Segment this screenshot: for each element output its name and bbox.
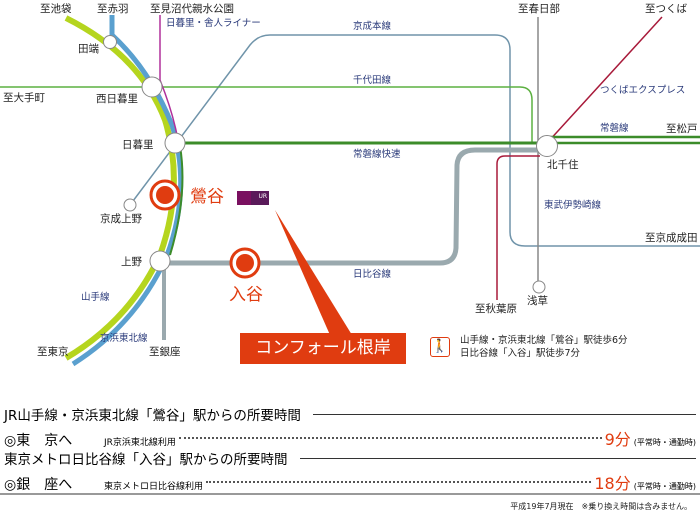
joban-line	[547, 135, 700, 145]
dest-narita: 至京成成田	[645, 231, 698, 244]
time-row-1: ◎東 京へ JR京浜東北線利用 9分(平常時・通勤時)	[4, 426, 696, 450]
destination: ◎銀 座へ	[4, 477, 73, 493]
dest-akabane: 至赤羽	[97, 3, 129, 15]
line-label-joban: 常磐線	[600, 122, 629, 134]
dest-tokyo: 至東京	[37, 345, 69, 358]
leader-dots	[178, 437, 602, 439]
line-label-tobu: 東武伊勢崎線	[544, 199, 602, 211]
divider	[312, 413, 696, 415]
label-keiseiueno: 京成上野	[100, 212, 142, 225]
yamanote-line	[64, 15, 177, 361]
dest-akihabara: 至秋葉原	[475, 302, 517, 315]
line-label-keisei: 京成本線	[353, 20, 392, 32]
line-label-yamanote: 山手線	[81, 291, 110, 303]
dest-minuma: 至見沼代親水公園	[150, 2, 234, 15]
line-label-hibiya: 日比谷線	[353, 268, 392, 280]
walk-uguisudani: 山手線・京浜東北線「鶯谷」駅徒歩6分	[460, 335, 628, 346]
station-nishinippori	[141, 76, 163, 98]
label-uguisudani: 鶯谷	[190, 187, 224, 207]
toneri-line	[159, 15, 178, 136]
leader-dots	[206, 481, 592, 483]
destination: ◎東 京へ	[4, 433, 73, 449]
tx-line-west	[496, 155, 540, 300]
walk-info: 山手線・京浜東北線「鶯谷」駅徒歩6分 日比谷線「入谷」駅徒歩7分	[460, 334, 628, 360]
station-tabata	[103, 35, 117, 49]
line-label-tx: つくばエクスプレス	[600, 85, 685, 96]
line-label-toneri: 日暮里・舎人ライナー	[166, 17, 261, 29]
callout-pointer	[275, 210, 352, 335]
station-kitasenju	[536, 135, 558, 157]
walk-iriya: 日比谷線「入谷」駅徒歩7分	[460, 348, 581, 359]
label-ueno: 上野	[121, 256, 142, 268]
dest-tsukuba: 至つくば	[645, 3, 687, 15]
ur-logo: UR	[237, 191, 269, 205]
dest-otemachi: 至大手町	[3, 91, 45, 104]
keisei-line	[129, 34, 700, 247]
note: (平常時・通勤時)	[633, 482, 696, 491]
label-iriya: 入谷	[229, 285, 263, 305]
minutes: 18分	[594, 474, 631, 493]
note: (平常時・通勤時)	[633, 438, 696, 447]
via: 東京メトロ日比谷線利用	[104, 482, 204, 492]
station-keiseiueno	[123, 198, 137, 212]
label-nishinippori: 西日暮里	[96, 92, 138, 105]
dest-matsudo: 至松戸	[666, 122, 698, 135]
chiyoda-line	[0, 86, 533, 143]
dest-kasukabe: 至春日部	[518, 2, 560, 15]
time-heading-2: 東京メトロ日比谷線「入谷」駅からの所要時間	[4, 448, 696, 468]
divider	[0, 493, 700, 495]
station-nippori	[164, 132, 186, 154]
walking-person-icon: 🚶	[430, 337, 450, 357]
dest-ginza: 至銀座	[149, 345, 181, 358]
station-iriya-marker	[229, 247, 261, 279]
time-row-2: ◎銀 座へ 東京メトロ日比谷線利用 18分(平常時・通勤時)	[4, 470, 696, 494]
station-asakusa	[532, 280, 546, 294]
via: JR京浜東北線利用	[104, 438, 176, 448]
station-ueno	[149, 250, 171, 272]
dest-ikebukuro: 至池袋	[40, 2, 72, 15]
label-kitasenju: 北千住	[547, 158, 579, 171]
footnote: 平成19年7月現在 ※乗り換え時間は含みません。	[510, 502, 692, 511]
line-label-joban-rapid: 常磐線快速	[353, 148, 401, 160]
minutes: 9分	[604, 430, 631, 449]
hibiya-line	[160, 147, 540, 266]
property-name-callout: コンフォール根岸	[240, 333, 406, 364]
divider	[299, 457, 696, 459]
label-tabata: 田端	[78, 42, 99, 55]
station-uguisudani-marker	[149, 179, 181, 211]
heading-text: JR山手線・京浜東北線「鶯谷」駅からの所要時間	[4, 408, 301, 424]
label-nippori: 日暮里	[122, 138, 154, 151]
time-heading-1: JR山手線・京浜東北線「鶯谷」駅からの所要時間	[4, 404, 696, 424]
joban-line-ueno	[169, 145, 184, 256]
line-label-chiyoda: 千代田線	[353, 74, 392, 86]
label-asakusa: 浅草	[527, 294, 548, 307]
line-label-keihin: 京浜東北線	[100, 332, 148, 344]
route-map: 至池袋 至赤羽 至見沼代親水公園 至大手町 至春日部 至つくば 至松戸 至京成成…	[0, 2, 700, 367]
heading-text: 東京メトロ日比谷線「入谷」駅からの所要時間	[4, 452, 288, 468]
tx-line	[546, 16, 663, 144]
